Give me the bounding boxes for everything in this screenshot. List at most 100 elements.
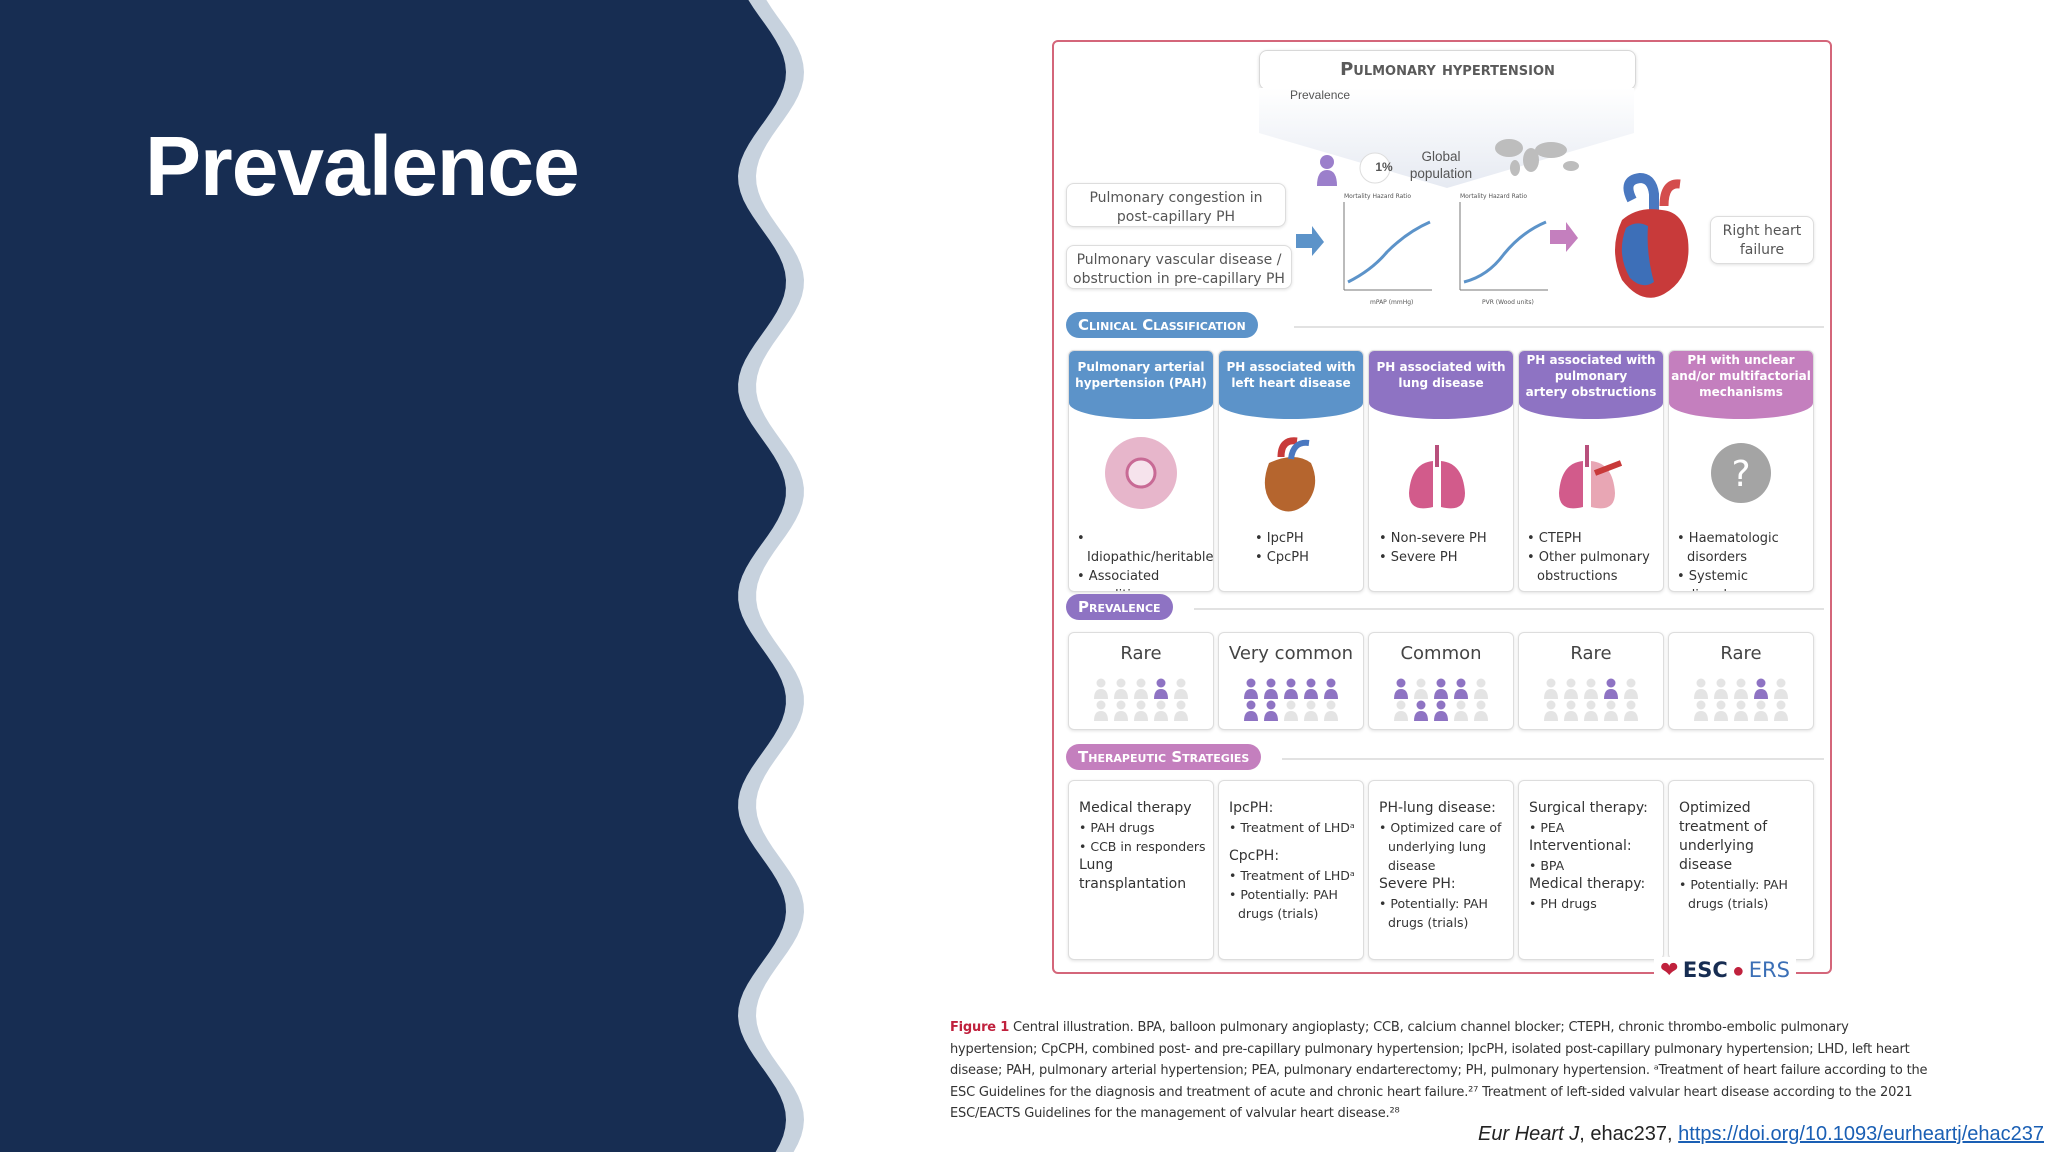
group-header-line: left heart disease bbox=[1231, 376, 1351, 390]
person-icon-empty bbox=[1394, 700, 1408, 721]
prevalence-box-5: Rare bbox=[1668, 632, 1814, 730]
person-icon-empty bbox=[1454, 700, 1468, 721]
plot-y-label: Mortality Hazard Ratio bbox=[1344, 193, 1411, 200]
therapy-bullet: • PAH drugs bbox=[1079, 820, 1155, 835]
citation-doi-link[interactable]: https://doi.org/10.1093/eurheartj/ehac23… bbox=[1678, 1123, 2044, 1145]
person-icon-empty bbox=[1584, 700, 1598, 721]
therapy-bullet: • Optimized care of underlying lung dise… bbox=[1379, 820, 1502, 873]
people-icons bbox=[1544, 678, 1638, 721]
person-icon-empty bbox=[1094, 700, 1108, 721]
group-item: • IpcPH bbox=[1255, 531, 1304, 546]
group-header-line: PH associated with bbox=[1376, 360, 1506, 374]
person-icon-filled bbox=[1434, 700, 1448, 721]
prevalence-box-4: Rare bbox=[1518, 632, 1664, 730]
group-header-line: Pulmonary arterial bbox=[1077, 360, 1205, 374]
group-item: • Associated conditions bbox=[1077, 569, 1160, 591]
person-icon-empty bbox=[1174, 700, 1188, 721]
group-items: • Haematologic disorders• Systemic disor… bbox=[1677, 529, 1811, 591]
therapy-heading: Optimized treatment of underlying diseas… bbox=[1679, 800, 1768, 873]
world-map-icon bbox=[1495, 139, 1579, 176]
rhf-line: failure bbox=[1739, 242, 1785, 258]
question-icon: ? bbox=[1711, 443, 1771, 503]
global-population-line: Global bbox=[1421, 149, 1461, 164]
group-header-line: lung disease bbox=[1398, 376, 1484, 390]
person-icon-empty bbox=[1564, 678, 1578, 699]
group-header-line: PH associated with bbox=[1526, 353, 1656, 367]
person-icon-empty bbox=[1714, 700, 1728, 721]
person-icon-empty bbox=[1174, 678, 1188, 699]
person-icon-empty bbox=[1544, 678, 1558, 699]
person-icon-filled bbox=[1304, 678, 1318, 699]
person-icon-empty bbox=[1584, 678, 1598, 699]
prevalence-level: Very common bbox=[1228, 643, 1354, 664]
therapy-box-5: Optimized treatment of underlying diseas… bbox=[1668, 780, 1814, 960]
person-icon-filled bbox=[1324, 678, 1338, 699]
svg-text:?: ? bbox=[1731, 454, 1750, 495]
person-icon-empty bbox=[1774, 678, 1788, 699]
therapy-text: Medical therapy• PAH drugs• CCB in respo… bbox=[1079, 799, 1207, 894]
plot-x-label: PVR (Wood units) bbox=[1482, 299, 1534, 306]
therapy-bullet: • Treatment of LHDᵃ bbox=[1229, 868, 1355, 883]
people-icons bbox=[1694, 678, 1788, 721]
therapy-box-3: PH-lung disease: • Optimized care of unde… bbox=[1368, 780, 1514, 960]
person-icon-empty bbox=[1114, 678, 1128, 699]
group-header-line: artery obstructions bbox=[1525, 385, 1657, 399]
therapy-bullet: • Potentially: PAH drugs (trials) bbox=[1229, 887, 1338, 921]
cause-box-precapillary: Pulmonary vascular disease / obstruction… bbox=[1066, 245, 1292, 289]
person-icon-empty bbox=[1694, 700, 1708, 721]
section-divider bbox=[1294, 326, 1824, 328]
group-item: • Other pulmonary obstructions bbox=[1527, 550, 1650, 584]
person-icon-filled bbox=[1394, 678, 1408, 699]
person-icon-empty bbox=[1694, 678, 1708, 699]
prevalence-label: Prevalence bbox=[1290, 88, 1351, 102]
section-divider bbox=[1282, 758, 1824, 760]
ers-logo-text: ERS bbox=[1748, 958, 1790, 982]
therapy-bullet: • PH drugs bbox=[1529, 896, 1597, 911]
therapy-heading: IpcPH: bbox=[1229, 800, 1274, 816]
person-icon-filled bbox=[1154, 678, 1168, 699]
therapy-bullet: • Treatment of LHDᵃ bbox=[1229, 820, 1355, 835]
group-header-line: mechanisms bbox=[1699, 385, 1783, 399]
caption-label: Figure 1 bbox=[950, 1020, 1010, 1035]
person-icon-empty bbox=[1564, 700, 1578, 721]
person-icon-empty bbox=[1474, 678, 1488, 699]
person-icon-empty bbox=[1544, 700, 1558, 721]
citation-journal: Eur Heart J bbox=[1478, 1123, 1580, 1145]
citation: Eur Heart J, ehac237, https://doi.org/10… bbox=[1478, 1123, 2044, 1146]
person-icon-empty bbox=[1154, 700, 1168, 721]
therapy-heading: Surgical therapy: bbox=[1529, 800, 1648, 816]
group-item: • Severe PH bbox=[1379, 550, 1458, 565]
group-item: • CpcPH bbox=[1255, 550, 1309, 565]
prevalence-level: Common bbox=[1400, 643, 1482, 664]
lungs-obstruction-icon bbox=[1559, 445, 1623, 509]
plot-x-label: mPAP (mmHg) bbox=[1370, 299, 1413, 306]
figure-caption: Figure 1 Central illustration. BPA, ball… bbox=[950, 1017, 1934, 1125]
person-icon-filled bbox=[1434, 678, 1448, 699]
arrow-right-icon bbox=[1550, 222, 1578, 252]
therapy-box-1: Medical therapy• PAH drugs• CCB in respo… bbox=[1068, 780, 1214, 960]
person-icon-filled bbox=[1244, 678, 1258, 699]
section-prevalence: Prevalence bbox=[1066, 594, 1173, 620]
therapy-heading: PH-lung disease: bbox=[1379, 800, 1496, 816]
therapy-bullet: • CCB in responders bbox=[1079, 839, 1206, 854]
person-icon-filled bbox=[1414, 700, 1428, 721]
person-icon-empty bbox=[1414, 678, 1428, 699]
ers-circle-icon: ● bbox=[1732, 960, 1745, 982]
person-icon-empty bbox=[1624, 678, 1638, 699]
prevalence-percent: 1% bbox=[1375, 160, 1393, 174]
person-icon-empty bbox=[1754, 700, 1768, 721]
therapy-bullet: • Potentially: PAH drugs (trials) bbox=[1379, 896, 1488, 930]
person-icon-filled bbox=[1264, 678, 1278, 699]
therapy-bullet: • PEA bbox=[1529, 820, 1565, 835]
